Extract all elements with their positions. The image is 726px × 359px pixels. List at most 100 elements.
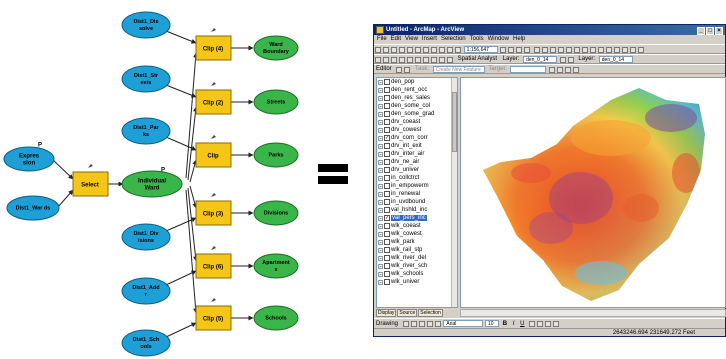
menu-tools[interactable]: Tools bbox=[469, 36, 484, 42]
bold-button[interactable]: B bbox=[502, 321, 508, 327]
zoom-out-icon[interactable] bbox=[542, 47, 549, 53]
full-extent-icon[interactable] bbox=[574, 47, 581, 53]
close-button[interactable]: × bbox=[715, 27, 723, 35]
expand-icon[interactable]: + bbox=[378, 192, 383, 197]
layer-row[interactable]: +wlk_rail_stp bbox=[377, 246, 457, 254]
marker-color-icon[interactable] bbox=[553, 321, 560, 327]
layer-visibility-checkbox[interactable] bbox=[384, 271, 390, 277]
rotate-element-icon[interactable] bbox=[410, 321, 417, 327]
layer-visibility-checkbox[interactable] bbox=[384, 111, 390, 117]
fill-icon[interactable] bbox=[434, 321, 441, 327]
layer-visibility-checkbox[interactable] bbox=[384, 279, 390, 285]
layer-visibility-checkbox[interactable] bbox=[384, 183, 390, 189]
input-dist1-streets[interactable]: Dist1_Streets bbox=[121, 65, 171, 93]
identify-icon[interactable] bbox=[614, 47, 621, 53]
layer-visibility-checkbox[interactable] bbox=[384, 255, 390, 261]
fixed-zoom-in-icon[interactable] bbox=[550, 47, 557, 53]
line-color-icon[interactable] bbox=[545, 321, 552, 327]
expand-icon[interactable]: + bbox=[378, 88, 383, 93]
underline-button[interactable]: U bbox=[520, 321, 525, 327]
layer-row[interactable]: +drv_int_exit bbox=[377, 142, 457, 150]
sketch-tool-icon[interactable] bbox=[404, 67, 411, 73]
layer-visibility-checkbox[interactable] bbox=[384, 119, 390, 125]
expand-icon[interactable]: + bbox=[378, 248, 383, 253]
zoom-whole-icon[interactable] bbox=[423, 57, 429, 63]
tool-clip-3[interactable]: Clip (3) bbox=[195, 193, 232, 226]
expand-icon[interactable]: + bbox=[378, 128, 383, 133]
layer-row[interactable]: +val_hshld_inc bbox=[377, 206, 457, 214]
tool-select[interactable]: Select bbox=[72, 164, 109, 197]
layer-select[interactable]: den_0_14 bbox=[523, 56, 558, 63]
toc-tab-selection[interactable]: Selection bbox=[418, 309, 443, 317]
editor-toolbar-icon[interactable] bbox=[500, 47, 507, 53]
font-select[interactable]: Arial bbox=[443, 320, 484, 327]
output-schools[interactable]: Schools bbox=[253, 305, 299, 331]
layer-visibility-checkbox[interactable] bbox=[384, 207, 390, 213]
expand-icon[interactable]: + bbox=[378, 112, 383, 117]
layer-row[interactable]: +in_uvdbound bbox=[377, 198, 457, 206]
edit-tool-icon[interactable] bbox=[396, 67, 403, 73]
rectangle-icon[interactable] bbox=[418, 321, 425, 327]
input-dist1-parks[interactable]: Dist1_Parks bbox=[121, 117, 171, 145]
font-color-icon[interactable] bbox=[529, 321, 536, 327]
layer-visibility-checkbox[interactable] bbox=[384, 79, 390, 85]
expand-icon[interactable]: + bbox=[378, 168, 383, 173]
arctoolbox-icon[interactable] bbox=[508, 47, 515, 53]
input-dist1-divisions[interactable]: Dist1_Divisions bbox=[121, 223, 171, 251]
text-tool-icon[interactable] bbox=[426, 321, 433, 327]
layer-row[interactable]: +wlk_cowest bbox=[377, 230, 457, 238]
expand-icon[interactable]: + bbox=[378, 96, 383, 101]
find-icon[interactable] bbox=[622, 47, 629, 53]
redo-icon[interactable] bbox=[447, 47, 453, 53]
toc-tab-display[interactable]: Display bbox=[376, 309, 397, 317]
delete-icon[interactable] bbox=[431, 47, 437, 53]
layer-row[interactable]: +wlk_coeast bbox=[377, 222, 457, 230]
help-icon[interactable] bbox=[524, 47, 531, 53]
target-select[interactable] bbox=[510, 66, 547, 73]
save-icon[interactable] bbox=[391, 47, 397, 53]
layer-visibility-checkbox[interactable] bbox=[384, 151, 390, 157]
forward-icon[interactable] bbox=[590, 47, 597, 53]
layer-visibility-checkbox[interactable] bbox=[384, 223, 390, 229]
zoom-100-icon[interactable] bbox=[431, 57, 437, 63]
toc-scrollbar[interactable] bbox=[451, 78, 457, 307]
layer-row[interactable]: +in_collctrct bbox=[377, 174, 457, 182]
layer-row[interactable]: +wlk_schools bbox=[377, 270, 457, 278]
expand-icon[interactable]: + bbox=[378, 136, 383, 141]
rotate-icon[interactable] bbox=[557, 67, 564, 73]
input-expression[interactable]: Expres sion P bbox=[3, 143, 55, 172]
menu-help[interactable]: Help bbox=[512, 36, 526, 42]
copy-icon[interactable] bbox=[415, 47, 421, 53]
arrow-down-icon[interactable] bbox=[415, 57, 421, 63]
arrow-right-icon[interactable] bbox=[399, 57, 405, 63]
expand-icon[interactable]: + bbox=[378, 184, 383, 189]
expand-icon[interactable]: + bbox=[378, 144, 383, 149]
expand-icon[interactable]: + bbox=[378, 208, 383, 213]
menu-window[interactable]: Window bbox=[487, 36, 509, 42]
layer-row[interactable]: +den_some_col bbox=[377, 102, 457, 110]
select-elements-icon-2[interactable] bbox=[402, 321, 409, 327]
menu-selection[interactable]: Selection bbox=[440, 36, 466, 42]
tool-clip-2[interactable]: Clip (2) bbox=[195, 82, 232, 115]
map-scrollbar[interactable] bbox=[460, 309, 726, 317]
arrow-left-icon[interactable] bbox=[391, 57, 397, 63]
layer-visibility-checkbox[interactable] bbox=[384, 263, 390, 269]
layer-row[interactable]: +drv_inter_air bbox=[377, 150, 457, 158]
menu-file[interactable]: File bbox=[377, 36, 387, 42]
page-icon[interactable] bbox=[447, 57, 453, 63]
layer-visibility-checkbox[interactable] bbox=[384, 175, 390, 181]
layer-row[interactable]: +in_renewal bbox=[377, 190, 457, 198]
paste-icon[interactable] bbox=[423, 47, 429, 53]
layer-row[interactable]: +✓drv_com_corr bbox=[377, 134, 457, 142]
layer-row[interactable]: +den_rent_occ bbox=[377, 86, 457, 94]
expand-icon[interactable]: + bbox=[378, 224, 383, 229]
layer-row[interactable]: +wlk_park bbox=[377, 238, 457, 246]
back-icon[interactable] bbox=[582, 47, 589, 53]
layer-select-2[interactable]: den_0_14 bbox=[598, 56, 633, 63]
intermediate-individual-ward[interactable]: Individual Ward P bbox=[121, 168, 183, 198]
hyperlink-icon[interactable] bbox=[638, 47, 645, 53]
layout-icon[interactable] bbox=[375, 57, 381, 63]
layer-visibility-checkbox[interactable]: ✓ bbox=[384, 135, 390, 141]
